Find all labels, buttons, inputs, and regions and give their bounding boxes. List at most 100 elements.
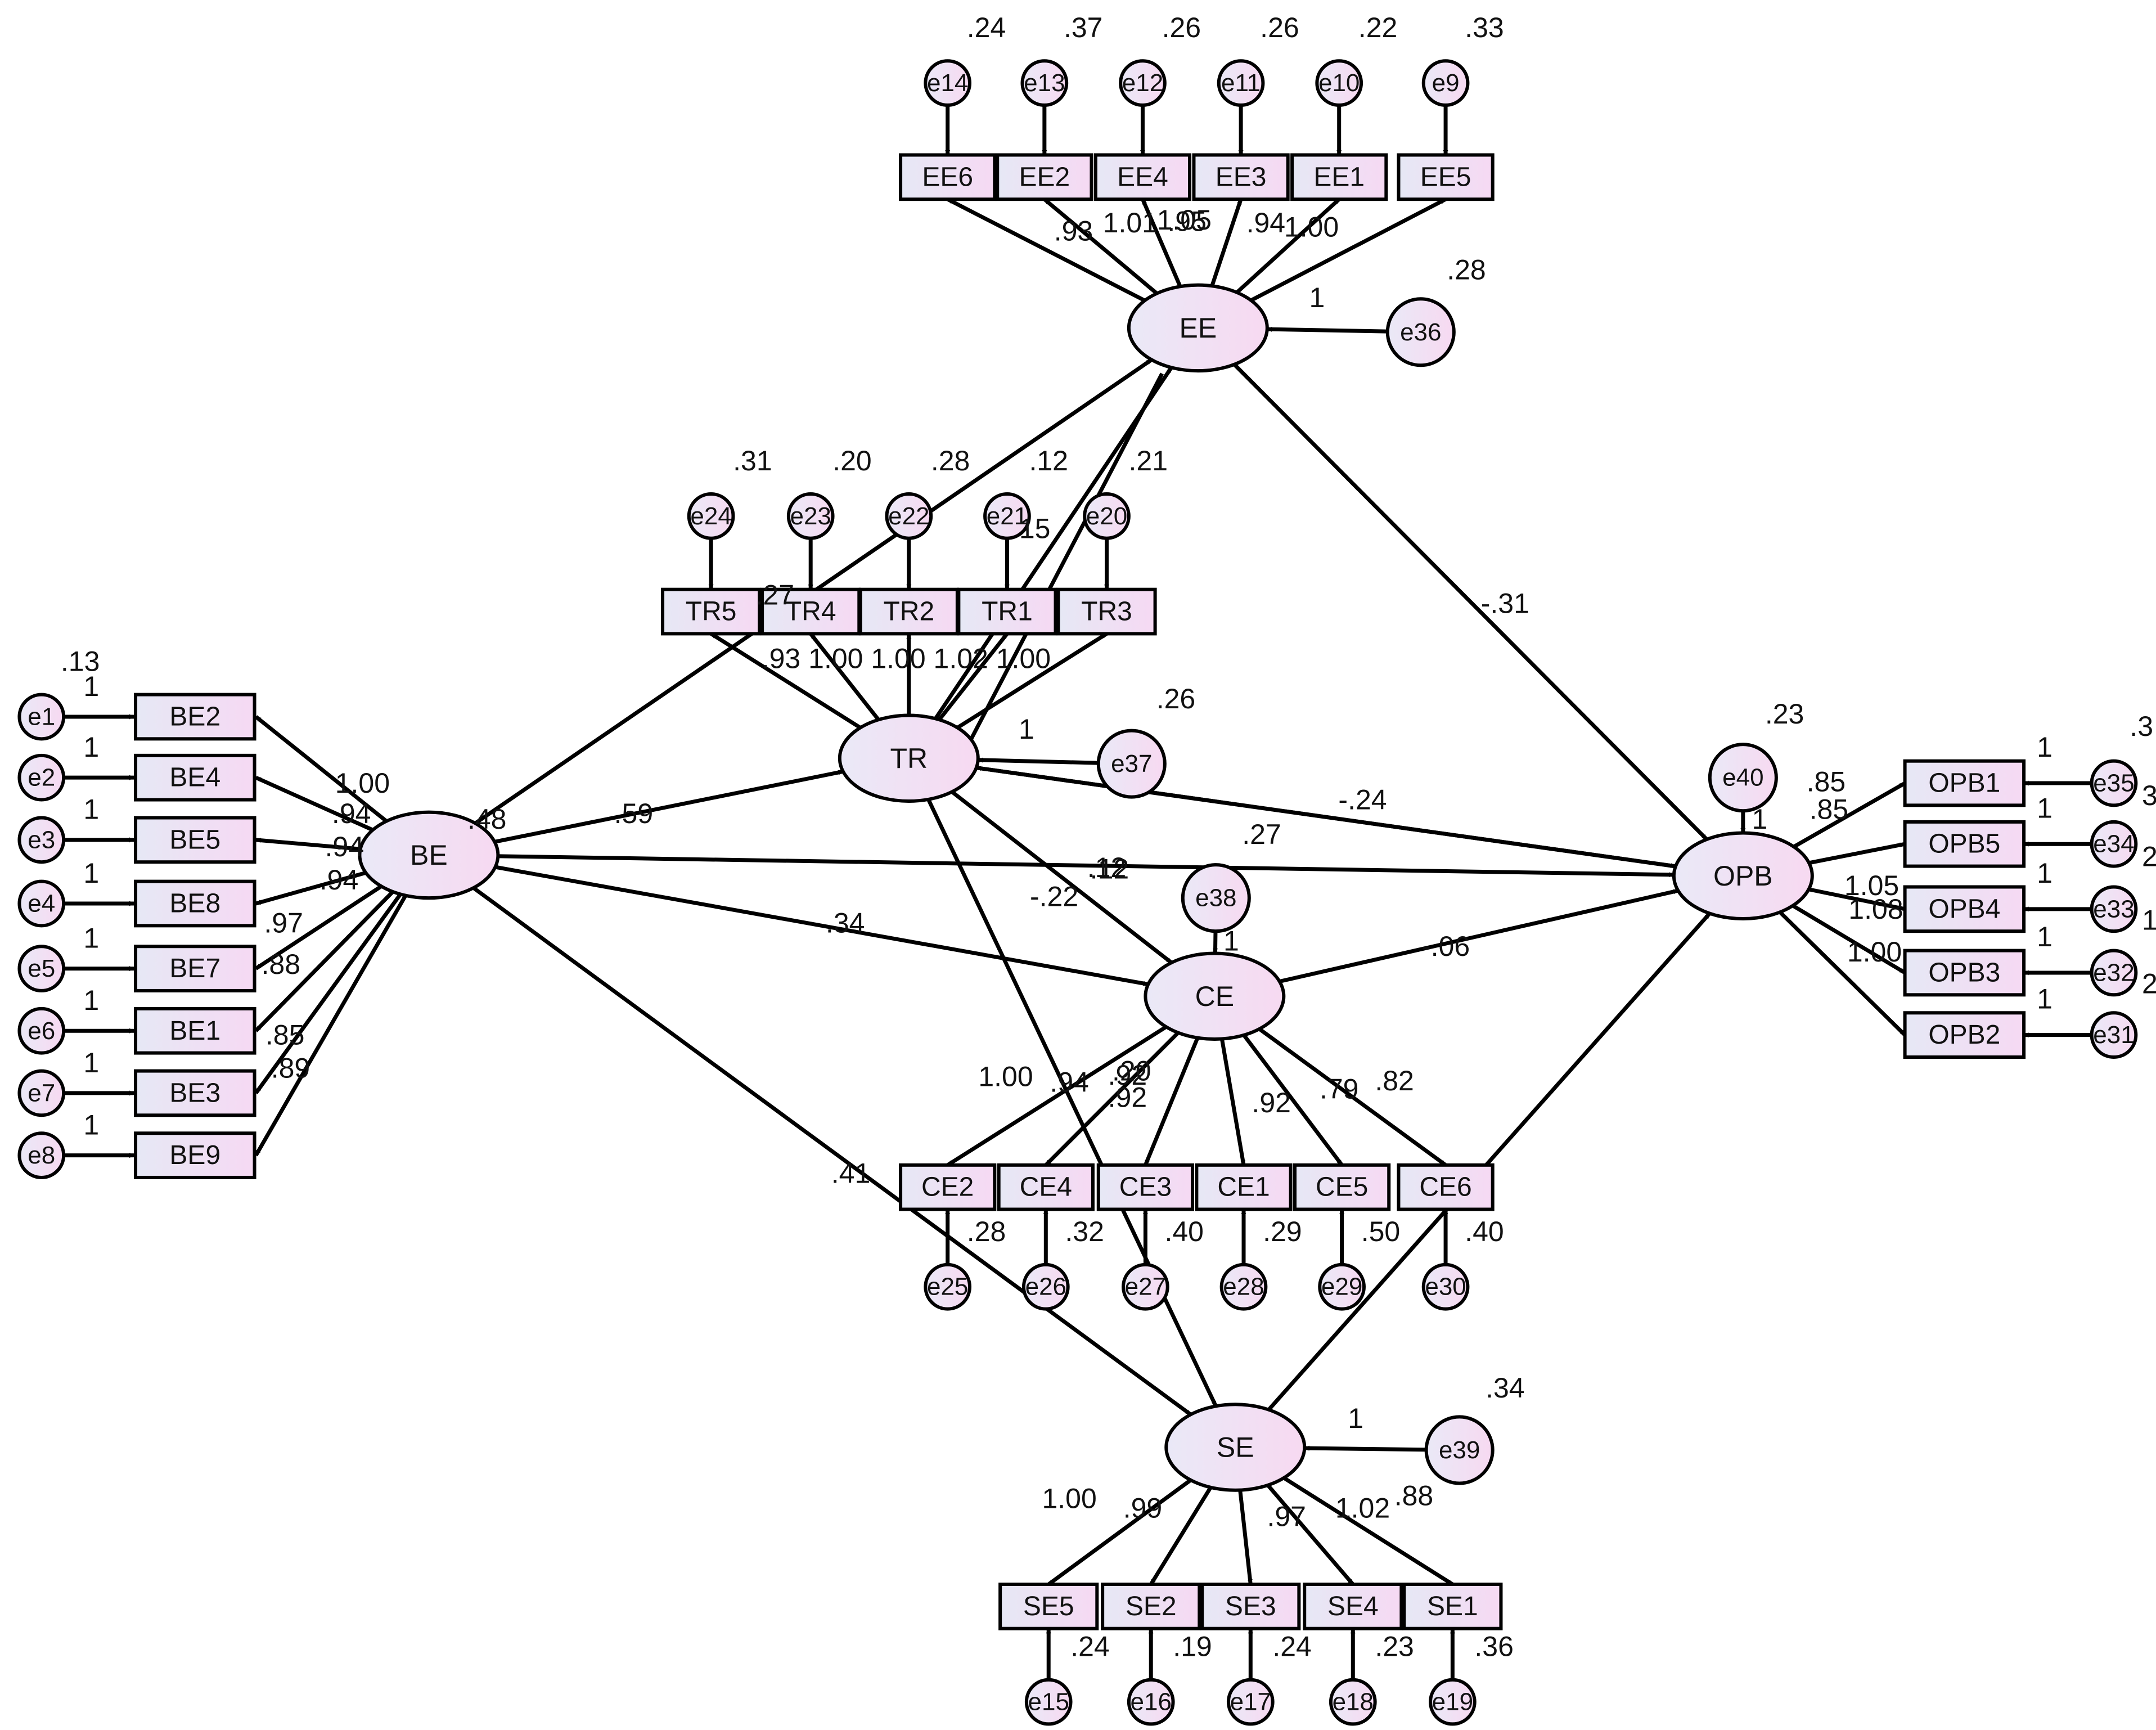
loading-EE-1: 1.01 bbox=[1103, 207, 1158, 239]
path-label-TR-OPB: .27 bbox=[1242, 819, 1281, 850]
error-e13-label: e13 bbox=[1024, 69, 1065, 97]
path-EE-EE6 bbox=[947, 197, 1146, 303]
indicator-EE5 bbox=[1397, 153, 1495, 201]
loading-EE-4: 1.00 bbox=[1284, 211, 1339, 242]
variance-e10: .22 bbox=[1358, 12, 1398, 43]
path-TR-TR1 bbox=[938, 632, 1009, 721]
indicator-OPB4-label: OPB4 bbox=[1928, 894, 2000, 924]
error-e21 bbox=[983, 492, 1031, 540]
path-label-e33: 1 bbox=[2037, 857, 2053, 889]
path-TR-CE bbox=[951, 790, 1173, 964]
indicator-SE1-label: SE1 bbox=[1427, 1592, 1478, 1621]
error-e25-label: e25 bbox=[927, 1273, 968, 1301]
indicator-BE4-label: BE4 bbox=[169, 763, 220, 793]
error-e32-label: e32 bbox=[2093, 959, 2134, 986]
path-label-TR-EE: .12 bbox=[1029, 445, 1068, 477]
error-e5-label: e5 bbox=[28, 955, 55, 982]
loading-OPB3: 1.08 bbox=[1848, 893, 1903, 925]
path-e37-TR bbox=[978, 757, 1099, 765]
error-e18-label: e18 bbox=[1333, 1688, 1374, 1716]
path-CE-CE2 bbox=[946, 1025, 1168, 1167]
path-label-OPB-TR: -.24 bbox=[1338, 784, 1387, 816]
indicator-BE5-label: BE5 bbox=[169, 825, 220, 855]
error-e23 bbox=[786, 492, 835, 540]
indicator-BE3 bbox=[134, 1069, 256, 1117]
error-e36-label: e36 bbox=[1400, 318, 1441, 346]
path-OPB-OPB2 bbox=[1778, 910, 1907, 1037]
latent-EE bbox=[1127, 283, 1269, 373]
error-e33 bbox=[2090, 885, 2138, 933]
variance-e36: .28 bbox=[1447, 254, 1486, 286]
loading-BE7: .97 bbox=[264, 907, 303, 938]
error-e22-label: e22 bbox=[888, 502, 929, 530]
path-SE-SE2 bbox=[1149, 1486, 1213, 1585]
indicator-TR2 bbox=[858, 587, 959, 636]
indicator-BE4 bbox=[134, 753, 256, 802]
path-label-e31: 1 bbox=[2037, 983, 2053, 1015]
indicator-TR5-label: TR5 bbox=[686, 597, 737, 627]
path-SE-SE3 bbox=[1238, 1490, 1253, 1585]
indicator-CE6 bbox=[1397, 1163, 1495, 1211]
path-OPB-TR bbox=[976, 766, 1676, 869]
indicator-BE5 bbox=[134, 816, 256, 864]
path-label-e3: 1 bbox=[83, 794, 99, 825]
path-CE-CE4 bbox=[1044, 1031, 1180, 1167]
shapes-layer: BE2e1BE4e2BE5e3BE8e4BE7e5BE1e6BE3e7BE9e8… bbox=[17, 59, 2138, 1726]
error-e12 bbox=[1119, 59, 1167, 107]
indicator-SE5 bbox=[998, 1583, 1099, 1630]
path-label-BE-OPB: -.22 bbox=[1030, 881, 1078, 913]
loading-CE-4: .79 bbox=[1320, 1073, 1359, 1105]
latent-TR-label: TR bbox=[890, 743, 928, 774]
error-e4 bbox=[17, 879, 66, 928]
error-e25 bbox=[924, 1262, 972, 1311]
error-e19 bbox=[1429, 1678, 1477, 1726]
error-e29 bbox=[1318, 1262, 1366, 1311]
path-OPB-OPB4 bbox=[1808, 887, 1906, 911]
error-e26-label: e26 bbox=[1025, 1273, 1066, 1301]
variance-e19: .36 bbox=[1474, 1631, 1514, 1662]
path-e36-EE bbox=[1267, 326, 1388, 334]
error-e7 bbox=[17, 1069, 66, 1117]
error-e10-label: e10 bbox=[1318, 69, 1360, 97]
path-TR-EE-extra bbox=[966, 372, 1164, 745]
loading-CE-6: .92 bbox=[1108, 1059, 1147, 1091]
error-e17-label: e17 bbox=[1230, 1688, 1271, 1716]
indicator-EE1-label: EE1 bbox=[1313, 162, 1365, 192]
indicator-SE4 bbox=[1303, 1583, 1403, 1630]
indicator-CE2 bbox=[899, 1163, 997, 1211]
path-BE-BE5 bbox=[255, 838, 361, 851]
indicator-OPB1-label: OPB1 bbox=[1928, 769, 2000, 798]
loading-BE5: .94 bbox=[325, 831, 364, 862]
variance-e21: .12 bbox=[1029, 445, 1068, 477]
variance-e9: .33 bbox=[1465, 12, 1504, 43]
error-e37 bbox=[1096, 729, 1167, 799]
variance-e37: .26 bbox=[1156, 683, 1196, 715]
error-e11-label: e11 bbox=[1221, 69, 1261, 97]
indicator-EE6-label: EE6 bbox=[922, 162, 973, 192]
loading-BE8: .94 bbox=[319, 864, 359, 896]
error-e8 bbox=[17, 1131, 66, 1179]
indicator-OPB5 bbox=[1903, 820, 2026, 868]
path-OPB-OPB3 bbox=[1792, 904, 1906, 974]
path-OPB-OPB5 bbox=[1808, 842, 1906, 865]
error-e21-label: e21 bbox=[987, 502, 1028, 530]
path-SE-SE5 bbox=[1047, 1478, 1192, 1586]
path-label-BE-SE: .41 bbox=[831, 1158, 871, 1189]
path-EE-EE2 bbox=[1043, 197, 1158, 295]
loading-BE4: .94 bbox=[332, 798, 371, 829]
error-e5 bbox=[17, 945, 66, 992]
loading-OPB2: 1.00 bbox=[1847, 936, 1902, 968]
variance-e12: .26 bbox=[1162, 12, 1201, 43]
indicator-TR1 bbox=[957, 587, 1057, 636]
latent-TR bbox=[838, 713, 980, 803]
path-TR-TR3 bbox=[956, 632, 1108, 730]
label-ce-20: .20 bbox=[1112, 1055, 1151, 1087]
paths-layer bbox=[64, 105, 2092, 1680]
path-label-e6: 1 bbox=[83, 985, 99, 1016]
indicator-OPB2 bbox=[1903, 1011, 2026, 1059]
indicator-BE1 bbox=[134, 1006, 256, 1055]
variance-opb-err-3: 2 bbox=[2142, 968, 2156, 1000]
variance-e29: .50 bbox=[1361, 1216, 1401, 1247]
error-e11 bbox=[1217, 59, 1265, 107]
error-e17 bbox=[1226, 1678, 1275, 1726]
